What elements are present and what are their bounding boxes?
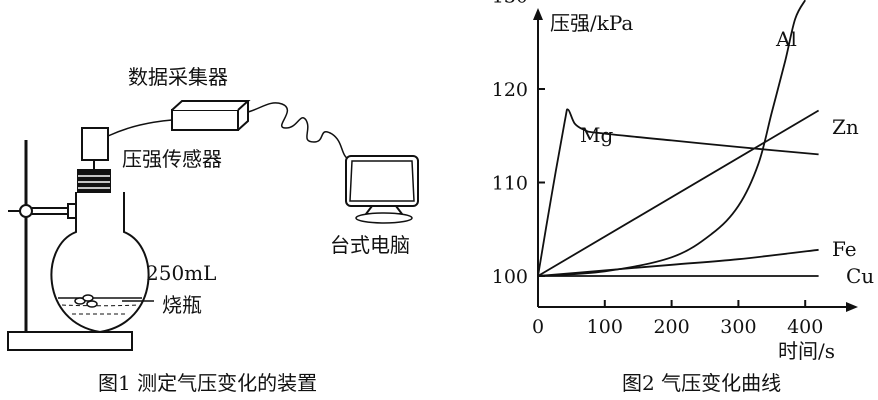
y-tick-label: 100 [492, 266, 528, 288]
x-tick-label: 400 [787, 316, 823, 338]
series-label-al: Al [775, 27, 797, 51]
desktop-computer [345, 155, 419, 224]
series-line-zn [537, 109, 820, 277]
y-tick-label: 130 [492, 0, 528, 8]
y-tick-label: 120 [492, 79, 528, 101]
clamp-knob [19, 204, 33, 218]
figure2-caption: 图2 气压变化曲线 [622, 371, 781, 395]
series-label-mg: Mg [580, 123, 613, 147]
data-collector [171, 100, 251, 131]
x-ticks: 0 100 200 300 400 [532, 300, 823, 338]
computer-label: 台式电脑 [330, 233, 410, 257]
round-flask [50, 192, 150, 334]
x-axis-label: 时间/s [778, 339, 835, 363]
data-collector-label: 数据采集器 [128, 65, 228, 89]
series-label-fe: Fe [832, 237, 857, 261]
apparatus-diagram [7, 100, 419, 351]
series-label-cu: Cu [846, 264, 874, 288]
series-line-mg [537, 108, 819, 277]
flask-name-label: 烧瓶 [162, 293, 202, 317]
pressure-sensor [81, 127, 109, 161]
series-line-al [537, 0, 806, 277]
x-tick-label: 200 [653, 316, 689, 338]
y-axis-arrow [533, 8, 543, 20]
flask-volume-label: 250mL [146, 261, 216, 285]
stand-base [7, 331, 133, 351]
series-line-fe [537, 248, 819, 277]
x-tick-label: 100 [587, 316, 623, 338]
y-ticks: 100 110 120 130 [492, 0, 545, 288]
cable-collector-computer [247, 102, 351, 161]
series-lines [537, 0, 820, 277]
y-tick-label: 110 [492, 173, 528, 195]
x-tick-label: 0 [532, 316, 544, 338]
figure1-caption: 图1 测定气压变化的装置 [98, 371, 317, 395]
y-axis-label: 压强/kPa [550, 11, 633, 35]
pressure-sensor-label: 压强传感器 [122, 147, 222, 171]
series-label-zn: Zn [832, 115, 859, 139]
cable-sensor-collector [107, 119, 173, 137]
x-axis-arrow [846, 302, 858, 312]
x-tick-label: 300 [720, 316, 756, 338]
